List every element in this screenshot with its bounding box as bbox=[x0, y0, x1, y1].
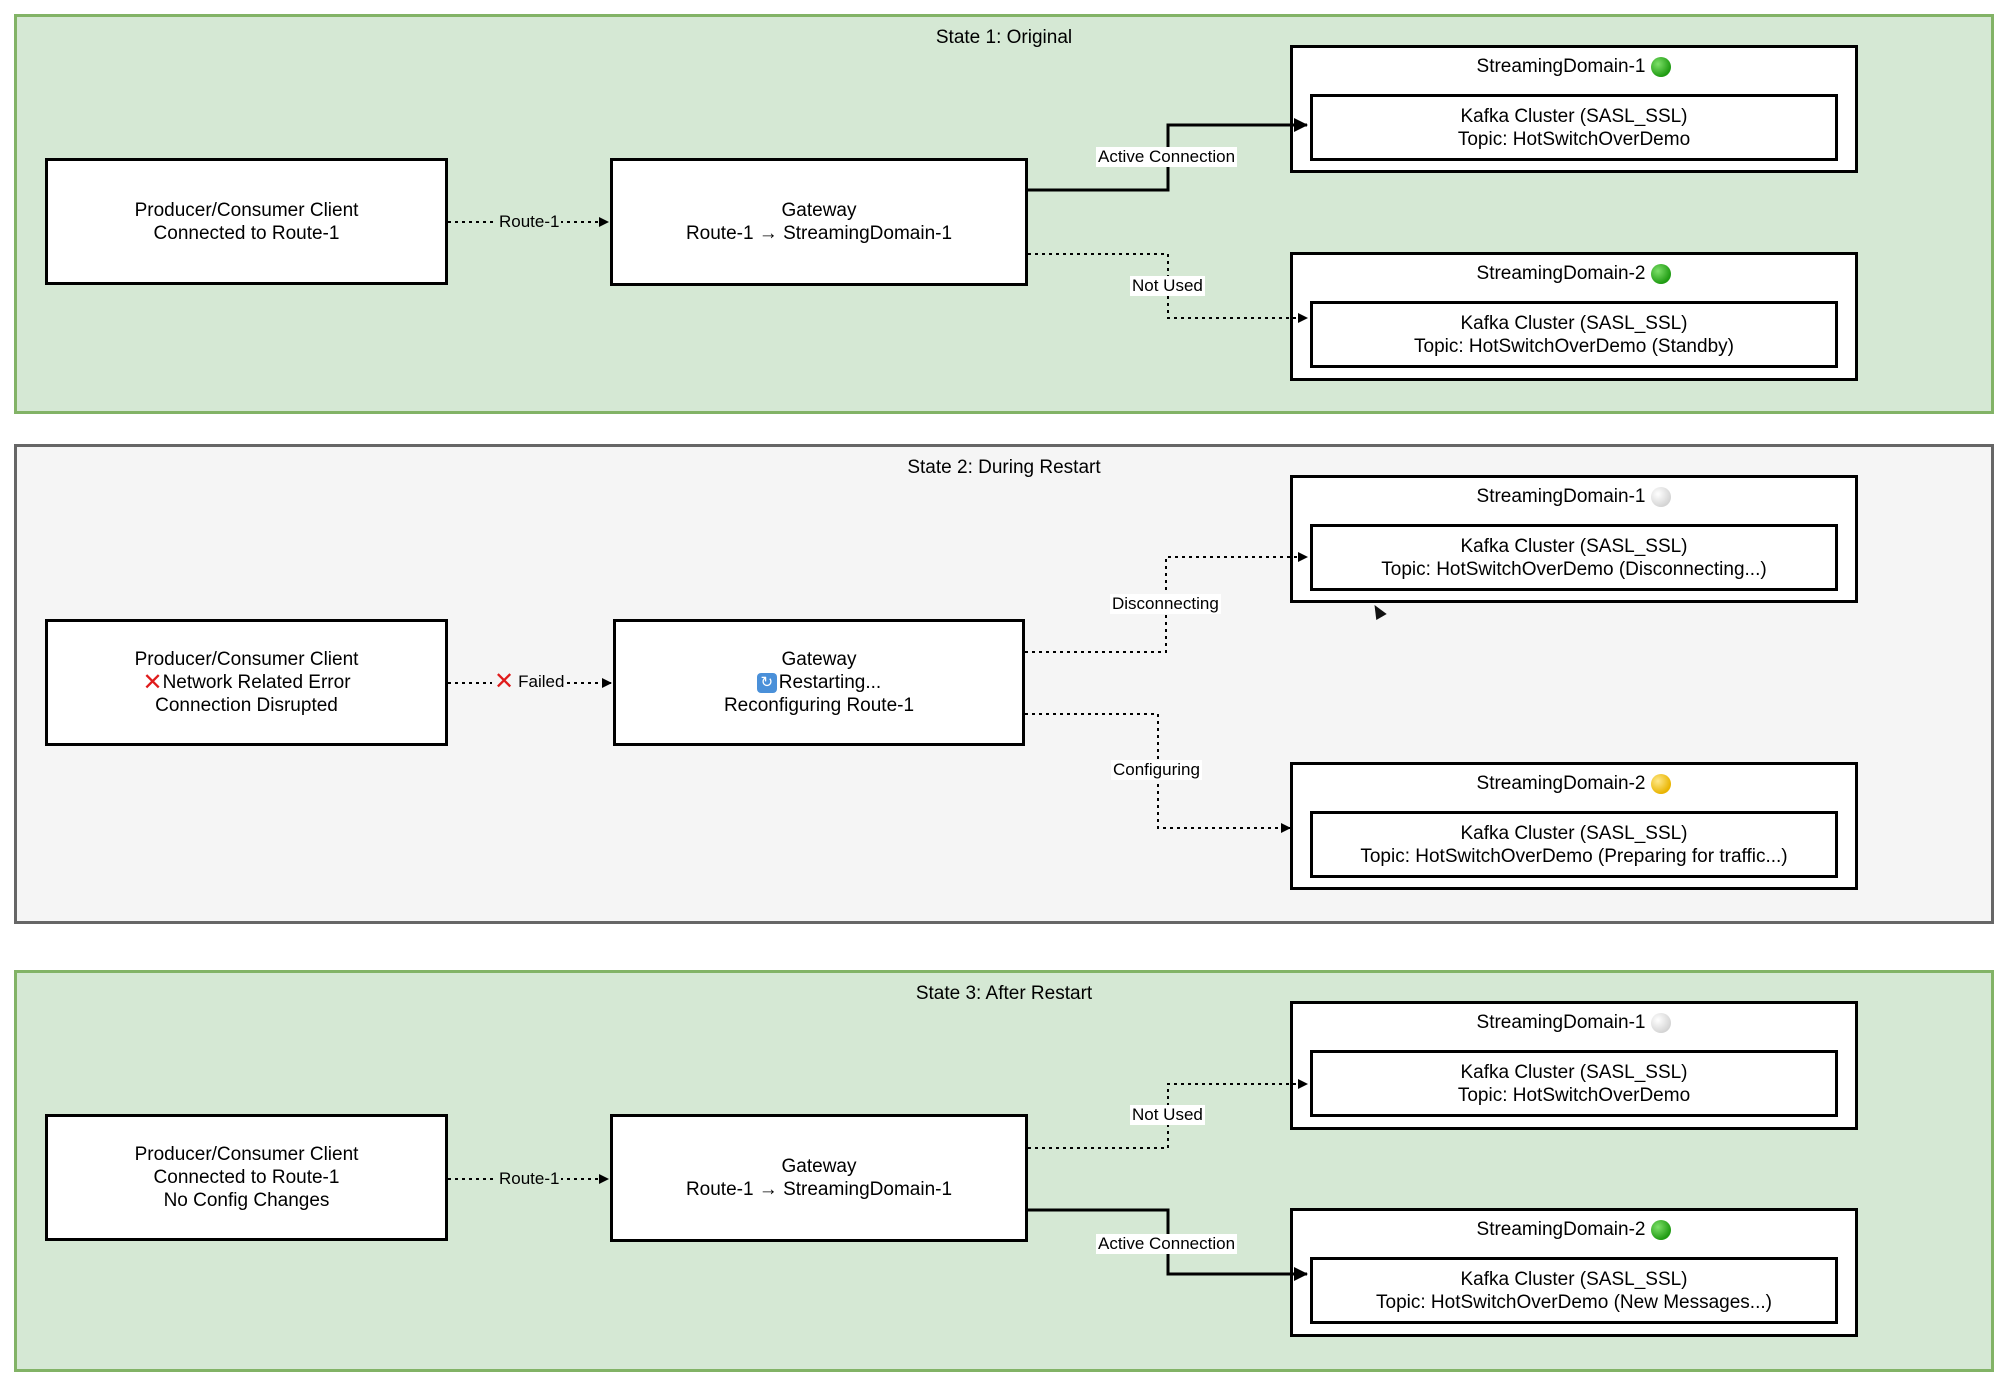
white-circle-icon bbox=[1651, 1013, 1672, 1033]
domain-title-row: StreamingDomain-2 bbox=[1293, 773, 1855, 795]
client-status: Connected to Route-1 bbox=[153, 1167, 340, 1188]
cluster-name: Kafka Cluster (SASL_SSL) bbox=[1460, 105, 1688, 127]
cluster-topic: Topic: HotSwitchOverDemo (New Messages..… bbox=[1376, 1291, 1772, 1313]
yellow-circle-icon bbox=[1651, 774, 1672, 794]
state-2-domain-1[interactable]: StreamingDomain-1 Kafka Cluster (SASL_SS… bbox=[1290, 475, 1858, 603]
state-1-domain-1[interactable]: StreamingDomain-1 Kafka Cluster (SASL_SS… bbox=[1290, 45, 1858, 173]
domain-name: StreamingDomain-2 bbox=[1476, 1219, 1646, 1240]
gateway-status: Restarting... bbox=[778, 672, 882, 693]
domain-title-row: StreamingDomain-1 bbox=[1293, 56, 1855, 78]
domain-name: StreamingDomain-2 bbox=[1476, 263, 1646, 284]
kafka-cluster[interactable]: Kafka Cluster (SASL_SSL) Topic: HotSwitc… bbox=[1310, 1257, 1838, 1324]
domain-title-row: StreamingDomain-1 bbox=[1293, 486, 1855, 508]
gateway-restart-row: ↻ Restarting... bbox=[756, 671, 882, 694]
gateway-route: Route-1 → StreamingDomain-1 bbox=[685, 1179, 953, 1200]
state-1-domain-2[interactable]: StreamingDomain-2 Kafka Cluster (SASL_SS… bbox=[1290, 252, 1858, 381]
domain-title-row: StreamingDomain-2 bbox=[1293, 1219, 1855, 1241]
edge-label-active-3: Active Connection bbox=[1096, 1234, 1238, 1254]
cluster-topic: Topic: HotSwitchOverDemo bbox=[1457, 1084, 1691, 1106]
edge-label-notused-3: Not Used bbox=[1130, 1105, 1205, 1125]
cluster-topic: Topic: HotSwitchOverDemo (Standby) bbox=[1414, 335, 1734, 357]
gateway-title: Gateway bbox=[781, 200, 857, 221]
edge-label-active-1: Active Connection bbox=[1096, 147, 1238, 167]
edge-label-configuring: Configuring bbox=[1111, 760, 1202, 780]
cluster-name: Kafka Cluster (SASL_SSL) bbox=[1460, 1061, 1688, 1083]
red-x-icon: ✕ bbox=[142, 668, 163, 696]
state-3-domain-2[interactable]: StreamingDomain-2 Kafka Cluster (SASL_SS… bbox=[1290, 1208, 1858, 1337]
refresh-icon: ↻ bbox=[756, 672, 777, 693]
edge-label-notused-1: Not Used bbox=[1130, 276, 1205, 296]
edge-label-route-1: Route-1 bbox=[497, 212, 562, 232]
client-title: Producer/Consumer Client bbox=[134, 1144, 359, 1165]
gateway-route: Reconfiguring Route-1 bbox=[723, 695, 915, 716]
cluster-topic: Topic: HotSwitchOverDemo (Preparing for … bbox=[1360, 845, 1788, 867]
client-title: Producer/Consumer Client bbox=[134, 199, 359, 221]
state-3-domain-1[interactable]: StreamingDomain-1 Kafka Cluster (SASL_SS… bbox=[1290, 1001, 1858, 1130]
client-status: Connected to Route-1 bbox=[153, 222, 340, 244]
state-3-title: State 3: After Restart bbox=[915, 983, 1093, 1004]
edge-label-failed: ✕ Failed bbox=[492, 668, 567, 695]
state-1-title: State 1: Original bbox=[935, 27, 1073, 48]
domain-name: StreamingDomain-2 bbox=[1476, 773, 1646, 794]
gateway-title: Gateway bbox=[781, 1156, 857, 1177]
domain-name: StreamingDomain-1 bbox=[1476, 486, 1646, 507]
cluster-name: Kafka Cluster (SASL_SSL) bbox=[1460, 312, 1688, 334]
red-x-icon: ✕ bbox=[494, 668, 515, 695]
state-2-gateway-node[interactable]: Gateway ↻ Restarting... Reconfiguring Ro… bbox=[613, 619, 1025, 746]
domain-title-row: StreamingDomain-2 bbox=[1293, 263, 1855, 285]
state-1-gateway-node[interactable]: Gateway Route-1 → StreamingDomain-1 bbox=[610, 158, 1028, 286]
green-circle-icon bbox=[1651, 1220, 1672, 1240]
state-3-gateway-node[interactable]: Gateway Route-1 → StreamingDomain-1 bbox=[610, 1114, 1028, 1242]
edge-label-route-3: Route-1 bbox=[497, 1169, 562, 1189]
kafka-cluster[interactable]: Kafka Cluster (SASL_SSL) Topic: HotSwitc… bbox=[1310, 94, 1838, 161]
client-error-row: ✕ Network Related Error bbox=[142, 668, 351, 696]
domain-name: StreamingDomain-1 bbox=[1476, 1012, 1646, 1033]
cluster-name: Kafka Cluster (SASL_SSL) bbox=[1460, 1268, 1688, 1290]
gateway-route: Route-1 → StreamingDomain-1 bbox=[685, 223, 953, 244]
cluster-name: Kafka Cluster (SASL_SSL) bbox=[1460, 535, 1688, 557]
state-2-client-node[interactable]: Producer/Consumer Client ✕ Network Relat… bbox=[45, 619, 448, 746]
domain-name: StreamingDomain-1 bbox=[1476, 56, 1646, 77]
edge-label-disconnecting: Disconnecting bbox=[1110, 594, 1221, 614]
client-status: Connection Disrupted bbox=[155, 695, 338, 716]
state-2-title: State 2: During Restart bbox=[907, 457, 1101, 478]
green-circle-icon bbox=[1651, 57, 1672, 77]
cluster-topic: Topic: HotSwitchOverDemo bbox=[1457, 128, 1691, 150]
kafka-cluster[interactable]: Kafka Cluster (SASL_SSL) Topic: HotSwitc… bbox=[1310, 524, 1838, 591]
kafka-cluster[interactable]: Kafka Cluster (SASL_SSL) Topic: HotSwitc… bbox=[1310, 1050, 1838, 1117]
kafka-cluster[interactable]: Kafka Cluster (SASL_SSL) Topic: HotSwitc… bbox=[1310, 811, 1838, 878]
cluster-name: Kafka Cluster (SASL_SSL) bbox=[1460, 822, 1688, 844]
kafka-cluster[interactable]: Kafka Cluster (SASL_SSL) Topic: HotSwitc… bbox=[1310, 301, 1838, 368]
white-circle-icon bbox=[1651, 487, 1672, 507]
client-title: Producer/Consumer Client bbox=[134, 649, 359, 670]
state-2-domain-2[interactable]: StreamingDomain-2 Kafka Cluster (SASL_SS… bbox=[1290, 762, 1858, 890]
domain-title-row: StreamingDomain-1 bbox=[1293, 1012, 1855, 1034]
green-circle-icon bbox=[1651, 264, 1672, 284]
client-note: No Config Changes bbox=[163, 1190, 330, 1211]
cluster-topic: Topic: HotSwitchOverDemo (Disconnecting.… bbox=[1381, 558, 1767, 580]
gateway-title: Gateway bbox=[781, 649, 857, 670]
edge-label-failed-text: Failed bbox=[518, 672, 565, 691]
state-1-client-node[interactable]: Producer/Consumer Client Connected to Ro… bbox=[45, 158, 448, 285]
client-error: Network Related Error bbox=[162, 672, 351, 693]
state-3-client-node[interactable]: Producer/Consumer Client Connected to Ro… bbox=[45, 1114, 448, 1241]
